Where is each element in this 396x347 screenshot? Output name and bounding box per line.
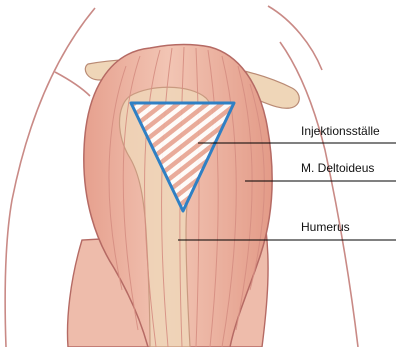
injection-site-label: Injektionsställe xyxy=(301,124,380,138)
deltoid-label: M. Deltoideus xyxy=(301,161,374,175)
humerus-label: Humerus xyxy=(301,220,350,234)
